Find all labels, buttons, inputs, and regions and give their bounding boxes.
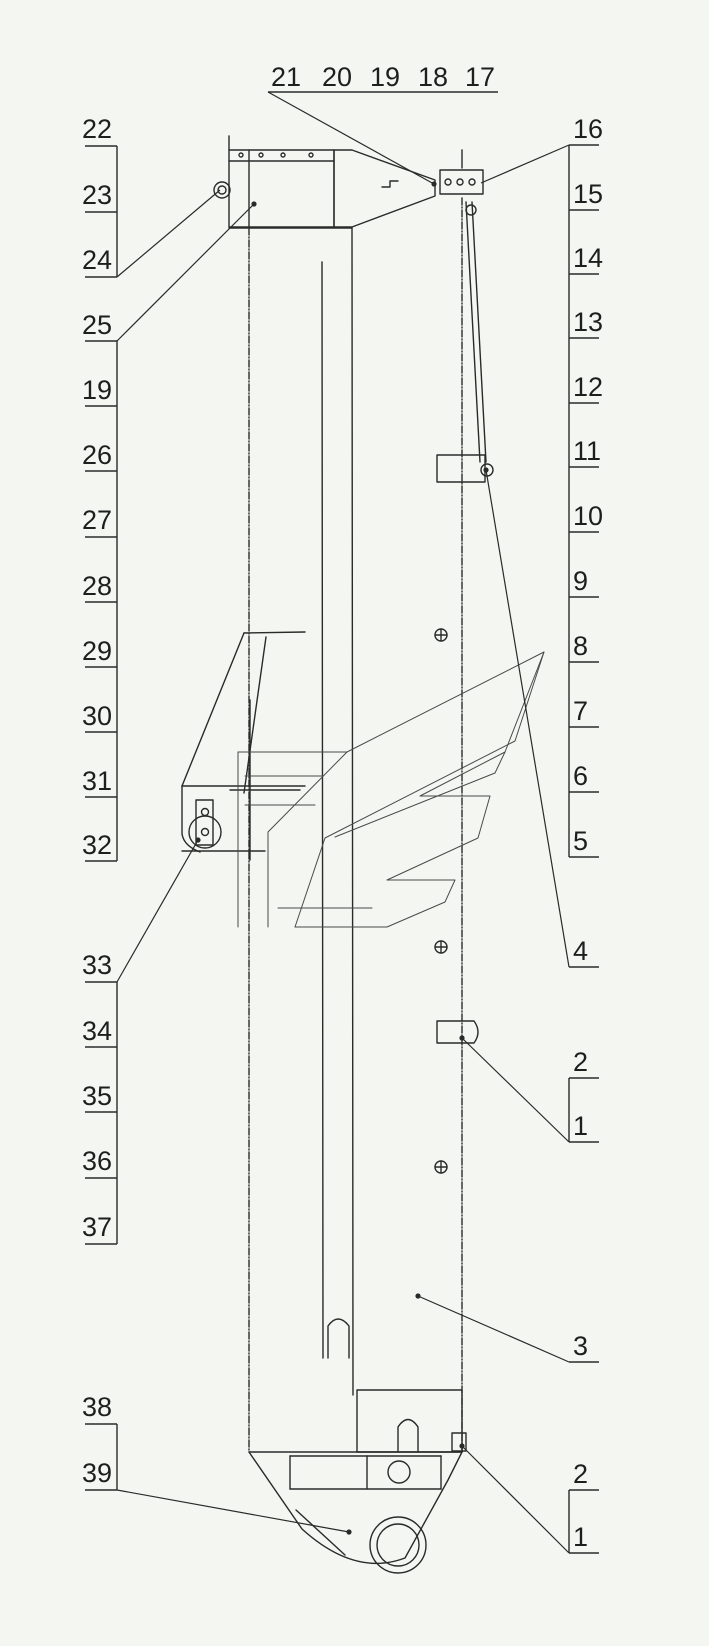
callout-12: 12 bbox=[573, 372, 603, 402]
callout-27: 27 bbox=[82, 505, 112, 535]
leader-dots bbox=[195, 181, 489, 1535]
callout-2-lower: 2 bbox=[573, 1459, 588, 1489]
callout-33: 33 bbox=[82, 950, 112, 980]
callout-18: 18 bbox=[418, 62, 448, 92]
callout-1-upper: 1 bbox=[573, 1111, 588, 1141]
callout-frames bbox=[85, 91, 599, 1554]
callout-4: 4 bbox=[573, 936, 588, 966]
callout-22: 22 bbox=[82, 114, 112, 144]
tie-rod bbox=[436, 201, 494, 483]
callout-17: 17 bbox=[465, 62, 495, 92]
callout-2-upper: 2 bbox=[573, 1047, 588, 1077]
callout-13: 13 bbox=[573, 307, 603, 337]
callout-numbers-left: 22 23 24 25 19 26 27 28 29 30 31 32 33 3… bbox=[82, 114, 112, 1488]
callout-25: 25 bbox=[82, 310, 112, 340]
column-body bbox=[248, 197, 463, 1453]
callout-39: 39 bbox=[82, 1458, 112, 1488]
callout-24: 24 bbox=[82, 245, 112, 275]
callout-31: 31 bbox=[82, 766, 112, 796]
callout-38: 38 bbox=[82, 1392, 112, 1422]
callout-19-top: 19 bbox=[370, 62, 400, 92]
bolt-markers bbox=[434, 628, 448, 1174]
callout-1-lower: 1 bbox=[573, 1522, 588, 1552]
bottom-boot bbox=[248, 1389, 467, 1574]
callout-3: 3 bbox=[573, 1331, 588, 1361]
left-hopper-arm bbox=[181, 631, 306, 861]
callout-numbers-right: 16 15 14 13 12 11 10 9 8 7 6 5 4 2 1 3 2… bbox=[573, 114, 603, 1552]
callout-20: 20 bbox=[322, 62, 352, 92]
callout-6: 6 bbox=[573, 761, 588, 791]
callout-30: 30 bbox=[82, 701, 112, 731]
callout-numbers-top: 21 20 19 18 17 bbox=[271, 62, 495, 92]
callout-29: 29 bbox=[82, 636, 112, 666]
callout-37: 37 bbox=[82, 1212, 112, 1242]
callout-21: 21 bbox=[271, 62, 301, 92]
callout-14: 14 bbox=[573, 243, 603, 273]
callout-28: 28 bbox=[82, 571, 112, 601]
callout-32: 32 bbox=[82, 830, 112, 860]
callout-15: 15 bbox=[573, 179, 603, 209]
callout-23: 23 bbox=[82, 180, 112, 210]
callout-5: 5 bbox=[573, 826, 588, 856]
callout-36: 36 bbox=[82, 1146, 112, 1176]
callout-10: 10 bbox=[573, 501, 603, 531]
callout-7: 7 bbox=[573, 696, 588, 726]
top-head-assembly bbox=[213, 135, 484, 229]
callout-34: 34 bbox=[82, 1016, 112, 1046]
leader-lines bbox=[116, 91, 570, 1554]
callout-16: 16 bbox=[573, 114, 603, 144]
callout-11: 11 bbox=[573, 436, 601, 466]
bracket bbox=[436, 1020, 479, 1044]
callout-26: 26 bbox=[82, 440, 112, 470]
callout-35: 35 bbox=[82, 1081, 112, 1111]
callout-9: 9 bbox=[573, 566, 588, 596]
callout-8: 8 bbox=[573, 631, 588, 661]
callout-19-left: 19 bbox=[82, 375, 112, 405]
